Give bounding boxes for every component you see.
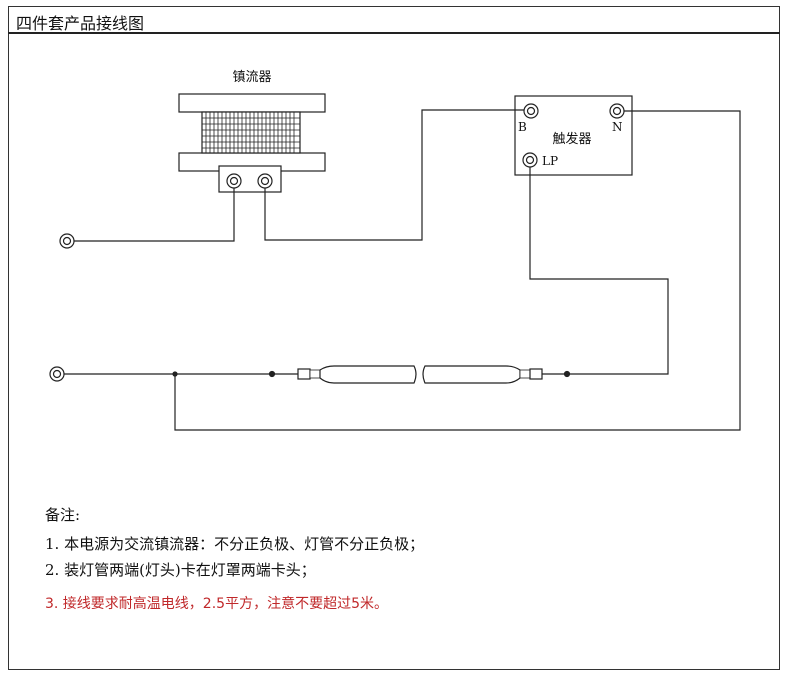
ballast-terminal-block <box>218 165 282 193</box>
ballast-top-plate <box>178 93 326 113</box>
page-title: 四件套产品接线图 <box>16 14 145 33</box>
power-terminal-bottom <box>49 366 65 382</box>
terminal-n-label: N <box>612 120 623 134</box>
power-terminal-top <box>59 233 75 249</box>
note-item-2: 2. 装灯管两端(灯头)卡在灯罩两端卡头； <box>45 561 316 579</box>
igniter <box>514 95 633 176</box>
diagram-frame <box>8 6 780 670</box>
igniter-label: 触发器 <box>552 131 591 147</box>
igniter-terminal-b <box>523 103 539 119</box>
note-item-1: 1. 本电源为交流镇流器：不分正负极、灯管不分正负极； <box>45 535 425 553</box>
header-bar: 四件套产品接线图 <box>8 6 780 34</box>
ballast <box>178 93 326 193</box>
note-item-3-warning: 3. 接线要求耐高温电线，2.5平方，注意不要超过5米。 <box>45 596 388 612</box>
notes-heading: 备注: <box>45 506 81 524</box>
wires <box>64 109 741 431</box>
wire-junction <box>172 371 178 377</box>
terminal-lp-label: LP <box>542 154 558 168</box>
ballast-label: 镇流器 <box>232 70 271 85</box>
terminal-b-label: B <box>518 120 527 134</box>
lamp-tube <box>268 365 571 384</box>
